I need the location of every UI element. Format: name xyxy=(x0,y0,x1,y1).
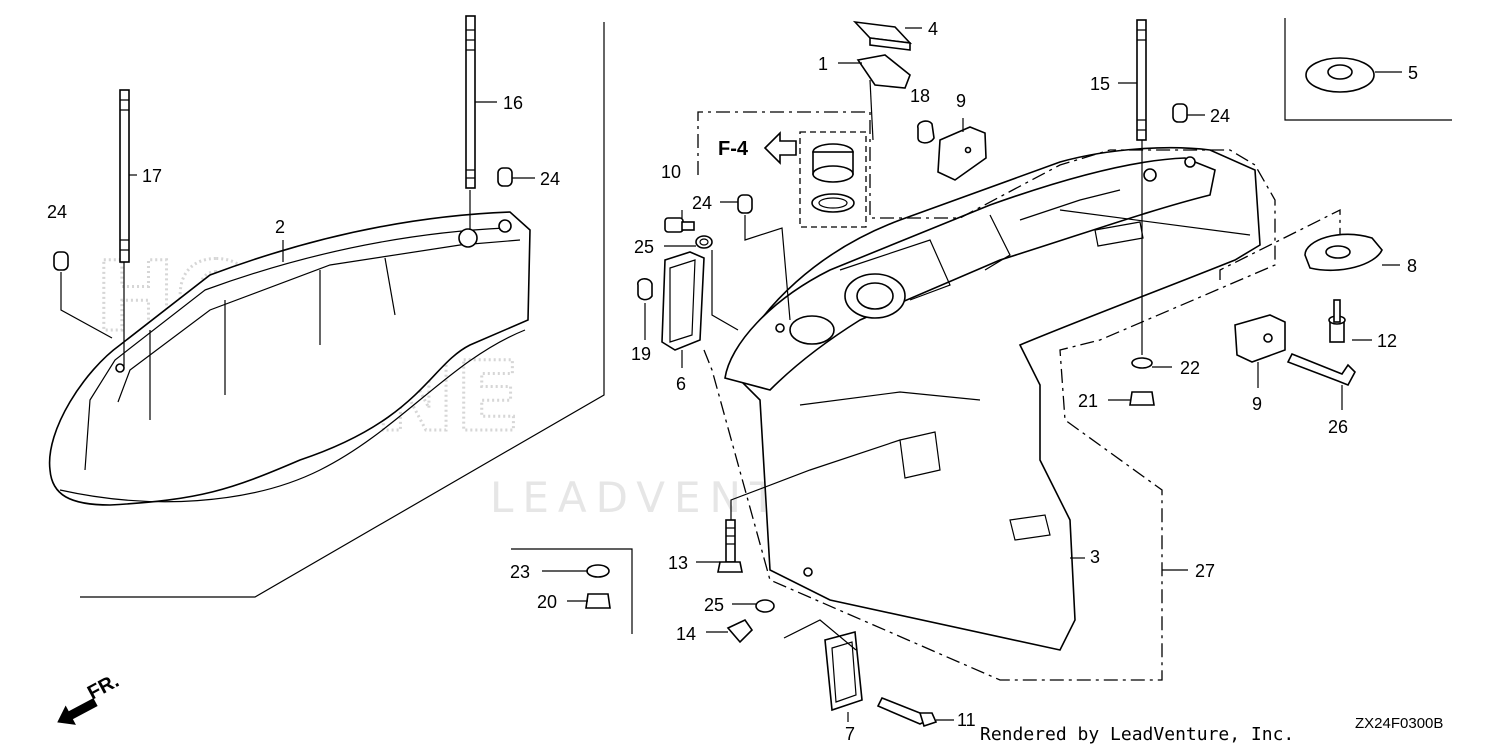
callout-4: 4 xyxy=(928,19,938,39)
callout-9a: 9 xyxy=(956,91,966,111)
callout-6: 6 xyxy=(676,374,686,394)
small-parts-top xyxy=(852,20,987,181)
callout-17: 17 xyxy=(142,166,162,186)
small-parts-right xyxy=(1129,19,1383,406)
callout-11: 11 xyxy=(957,710,976,730)
front-direction-label: FR. xyxy=(84,670,123,705)
front-direction-arrow-icon xyxy=(57,698,98,725)
callout-24b: 24 xyxy=(540,169,560,189)
leader-lines xyxy=(129,27,1402,722)
callout-12: 12 xyxy=(1377,331,1397,351)
diagram-code: ZX24F0300B xyxy=(1355,715,1443,732)
small-parts-mid xyxy=(637,194,791,351)
callout-2: 2 xyxy=(275,217,285,237)
footer-credit: Rendered by LeadVenture, Inc. xyxy=(980,724,1294,745)
reference-f4: F-4 xyxy=(718,131,797,165)
callout-13: 13 xyxy=(668,553,688,573)
reference-label: F-4 xyxy=(718,138,749,160)
callout-22: 22 xyxy=(1180,358,1200,378)
callout-21: 21 xyxy=(1078,391,1098,411)
frame-lines xyxy=(80,18,1452,634)
callout-labels: 1 2 3 4 5 6 7 8 9 9 10 11 12 13 14 15 16… xyxy=(47,19,1418,744)
callout-25b: 25 xyxy=(704,595,724,615)
bearing-set xyxy=(799,131,867,228)
callout-1: 1 xyxy=(818,54,828,74)
callout-15: 15 xyxy=(1090,74,1110,94)
stud-bolts-left xyxy=(119,15,476,368)
callout-27: 27 xyxy=(1195,561,1215,581)
callout-14: 14 xyxy=(676,624,696,644)
front-direction-indicator: FR. xyxy=(57,670,123,725)
gear-case xyxy=(724,146,1261,651)
assembly-outline xyxy=(697,111,1341,681)
reference-arrow-icon xyxy=(763,131,797,165)
small-parts-bottom xyxy=(585,439,938,728)
callout-10: 10 xyxy=(661,162,681,182)
dowel-pins-left xyxy=(53,167,513,339)
callout-16: 16 xyxy=(503,93,523,113)
callout-24d: 24 xyxy=(1210,106,1230,126)
callout-5: 5 xyxy=(1408,63,1418,83)
callout-26: 26 xyxy=(1328,417,1348,437)
extension-case xyxy=(48,211,531,506)
callout-20: 20 xyxy=(537,592,557,612)
callout-24a: 24 xyxy=(47,202,67,222)
callout-18: 18 xyxy=(910,86,930,106)
callout-7: 7 xyxy=(845,724,855,744)
callout-23: 23 xyxy=(510,562,530,582)
callout-19: 19 xyxy=(631,344,651,364)
callout-25a: 25 xyxy=(634,237,654,257)
callout-3: 3 xyxy=(1090,547,1100,567)
callout-24c: 24 xyxy=(692,193,712,213)
callout-8: 8 xyxy=(1407,256,1417,276)
callout-9b: 9 xyxy=(1252,394,1262,414)
